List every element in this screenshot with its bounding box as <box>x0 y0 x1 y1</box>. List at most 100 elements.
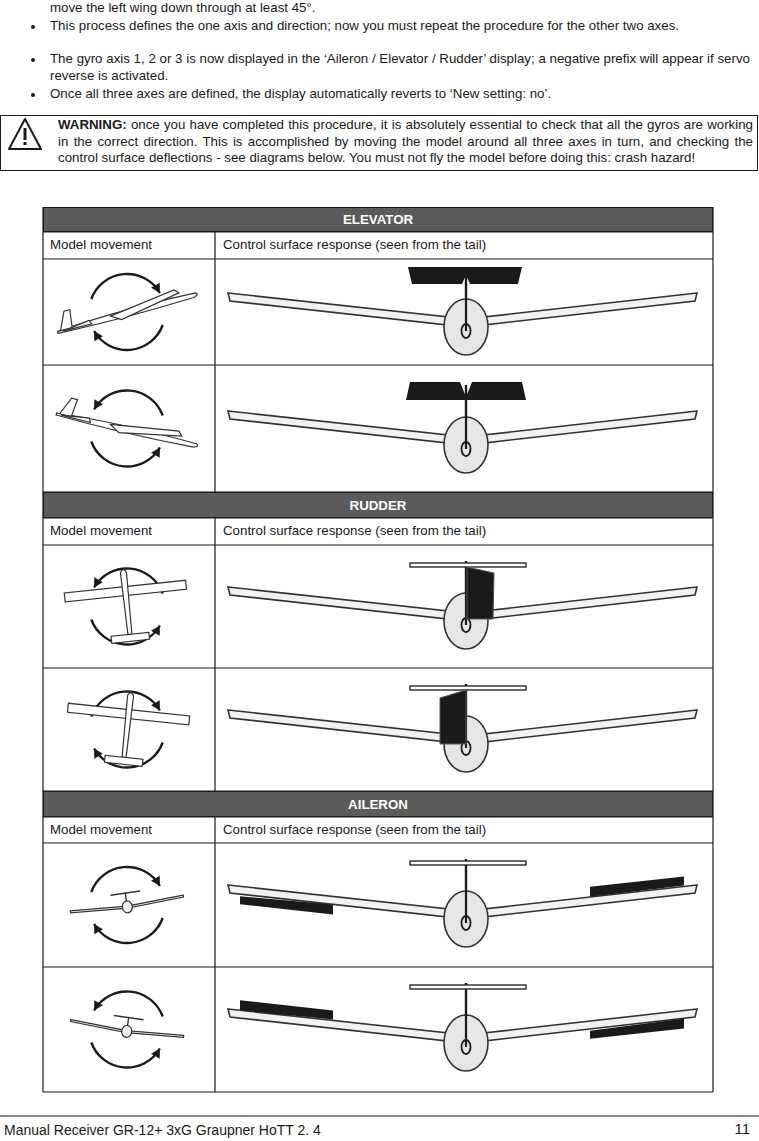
rotation-arrow <box>91 274 160 299</box>
wing <box>228 587 448 619</box>
table-rule <box>214 232 215 492</box>
column-header: Model movement <box>50 822 152 839</box>
warning-text: once you have completed this procedure, … <box>58 117 753 165</box>
arrowhead <box>94 749 103 759</box>
warning-icon <box>9 119 41 149</box>
table-rule <box>214 817 215 1092</box>
drawing-part <box>120 569 133 634</box>
fin <box>465 385 467 449</box>
tail-view <box>228 382 697 473</box>
rotation-arrow <box>91 1042 160 1067</box>
wing <box>228 293 448 325</box>
model-icon <box>56 390 202 466</box>
warning-box: WARNING: once you have completed this pr… <box>0 115 758 171</box>
tail-view <box>228 561 697 649</box>
rudder <box>440 690 466 744</box>
drawing-part <box>70 1020 124 1032</box>
wing <box>484 411 697 443</box>
model-icon <box>63 686 192 770</box>
aileron <box>590 1018 684 1038</box>
page-number: 11 <box>734 1121 750 1138</box>
section-band: ELEVATOR <box>43 207 713 232</box>
column-header: Model movement <box>50 237 152 254</box>
model <box>62 563 191 647</box>
wing <box>228 885 448 917</box>
footer-rule <box>0 1116 759 1117</box>
aileron <box>240 1000 333 1019</box>
drawing-part <box>108 289 182 322</box>
model-icon <box>69 867 185 943</box>
warning-text: WARNING: once you have completed this pr… <box>58 117 753 167</box>
arrowhead <box>151 626 160 636</box>
drawing-part <box>104 755 143 766</box>
arrowhead <box>151 1049 160 1059</box>
drawing-part <box>62 320 92 331</box>
model <box>56 396 202 452</box>
table-rule <box>43 258 713 259</box>
fin <box>465 859 467 923</box>
model <box>53 279 199 335</box>
aileron <box>240 896 333 914</box>
arrowhead <box>94 577 103 587</box>
fin <box>465 983 467 1047</box>
arrowhead <box>94 924 103 934</box>
wing <box>228 710 448 742</box>
tail-view <box>228 859 697 947</box>
stabilizer <box>410 686 526 690</box>
rotation-arrow <box>91 441 160 466</box>
body-text: Once all three axes are defined, the dis… <box>50 86 750 103</box>
table-rule <box>42 492 43 791</box>
body-text: move the left wing down through at least… <box>50 0 750 17</box>
stabilizer <box>410 861 526 865</box>
drawing-part <box>121 900 133 913</box>
arrowhead <box>151 700 160 710</box>
arrowhead <box>94 399 103 409</box>
arrowhead <box>151 283 160 293</box>
drawing-part <box>109 415 183 448</box>
rotation-arrow <box>91 619 160 644</box>
model <box>69 1010 185 1046</box>
model <box>63 686 192 770</box>
stabilizer <box>410 563 526 567</box>
wing <box>484 1009 697 1041</box>
tail-view <box>228 267 697 355</box>
bullet <box>31 58 35 62</box>
body-text: This process defines the one axis and di… <box>50 18 750 35</box>
fin <box>465 859 467 923</box>
warning-icon <box>24 128 27 140</box>
arrowhead <box>94 331 103 341</box>
wing <box>228 1009 448 1041</box>
table-rule <box>42 207 43 492</box>
rotation-arrow <box>94 325 163 350</box>
tail-view <box>228 684 697 772</box>
wing <box>484 293 697 325</box>
model-icon <box>69 992 185 1068</box>
wing <box>484 710 697 742</box>
drawing-part <box>70 903 124 915</box>
warning-label: WARNING: <box>58 117 127 132</box>
footer-text: Manual Receiver GR-12+ 3xG Graupner HoTT… <box>4 1122 321 1139</box>
body-text: The gyro axis 1, 2 or 3 is now displayed… <box>50 51 750 84</box>
table-rule <box>43 667 713 668</box>
drawing-part <box>111 632 150 643</box>
table-rule <box>42 791 43 1092</box>
rotation-arrow <box>94 918 163 943</box>
section-title: AILERON <box>348 797 408 812</box>
rotation-arrow <box>94 390 163 415</box>
column-header: Control surface response (seen from the … <box>223 523 486 540</box>
wing <box>228 411 448 443</box>
aileron <box>590 876 684 896</box>
rotation-arrow <box>94 992 163 1017</box>
drawing-part <box>121 692 134 757</box>
table-rule <box>43 364 713 365</box>
drawing-part <box>56 409 198 451</box>
arrowhead <box>94 1000 103 1010</box>
arrowhead <box>151 876 160 886</box>
drawing-part <box>60 396 78 417</box>
drawing-part <box>130 1028 184 1040</box>
wing <box>484 587 697 619</box>
table-rule <box>214 518 215 791</box>
section-title: ELEVATOR <box>343 212 413 227</box>
drawing-part <box>61 411 91 422</box>
